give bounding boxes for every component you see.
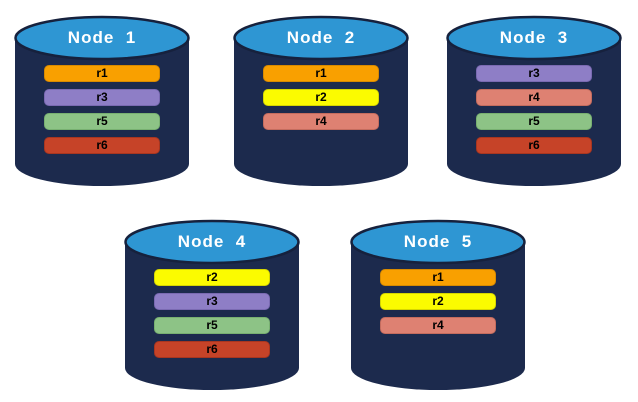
replica-label: r2: [206, 270, 218, 284]
replica-label: r4: [315, 114, 327, 128]
replica-bar-r1: r1: [380, 269, 496, 286]
replica-list: r1 r2 r4: [347, 269, 529, 341]
replica-label: r4: [528, 90, 540, 104]
replica-list: r3 r4 r5 r6: [443, 65, 625, 161]
replica-bar-r4: r4: [476, 89, 592, 106]
replica-bar-r2: r2: [263, 89, 379, 106]
replica-bar-r5: r5: [476, 113, 592, 130]
replica-label: r4: [432, 318, 444, 332]
replica-list: r1 r3 r5 r6: [11, 65, 193, 161]
replica-label: r1: [96, 66, 108, 80]
replica-bar-r5: r5: [44, 113, 160, 130]
cylinder-top: [233, 15, 409, 61]
replica-bar-r3: r3: [154, 293, 270, 310]
replica-bar-r6: r6: [476, 137, 592, 154]
database-node: Node 3 r3 r4 r5 r6: [443, 8, 625, 188]
replica-list: r2 r3 r5 r6: [121, 269, 303, 365]
replica-bar-r6: r6: [44, 137, 160, 154]
replica-list: r1 r2 r4: [230, 65, 412, 137]
database-node: Node 1 r1 r3 r5 r6: [11, 8, 193, 188]
replica-bar-r3: r3: [44, 89, 160, 106]
database-node: Node 4 r2 r3 r5 r6: [121, 212, 303, 392]
replica-label: r5: [206, 318, 218, 332]
replica-label: r1: [432, 270, 444, 284]
replica-bar-r3: r3: [476, 65, 592, 82]
replica-bar-r5: r5: [154, 317, 270, 334]
database-node: Node 5 r1 r2 r4: [347, 212, 529, 392]
replica-label: r3: [96, 90, 108, 104]
replica-bar-r4: r4: [263, 113, 379, 130]
node-title: Node 3: [499, 28, 569, 47]
replica-bar-r2: r2: [154, 269, 270, 286]
replica-label: r3: [206, 294, 218, 308]
replica-bar-r6: r6: [154, 341, 270, 358]
node-title: Node 5: [403, 232, 473, 251]
replica-bar-r1: r1: [44, 65, 160, 82]
replica-label: r2: [432, 294, 444, 308]
cylinder-top: [350, 219, 526, 265]
replica-bar-r1: r1: [263, 65, 379, 82]
replica-label: r2: [315, 90, 327, 104]
replica-bar-r2: r2: [380, 293, 496, 310]
cylinder-top: [14, 15, 190, 61]
replica-label: r6: [206, 342, 218, 356]
cylinder-top: [124, 219, 300, 265]
replica-label: r1: [315, 66, 327, 80]
node-title: Node 1: [67, 28, 137, 47]
cylinder-top: [446, 15, 622, 61]
replica-label: r5: [528, 114, 540, 128]
node-title: Node 2: [286, 28, 356, 47]
replica-label: r6: [96, 138, 108, 152]
database-node: Node 2 r1 r2 r4: [230, 8, 412, 188]
replica-label: r6: [528, 138, 540, 152]
node-title: Node 4: [177, 232, 247, 251]
replica-label: r3: [528, 66, 540, 80]
replica-label: r5: [96, 114, 108, 128]
replica-bar-r4: r4: [380, 317, 496, 334]
